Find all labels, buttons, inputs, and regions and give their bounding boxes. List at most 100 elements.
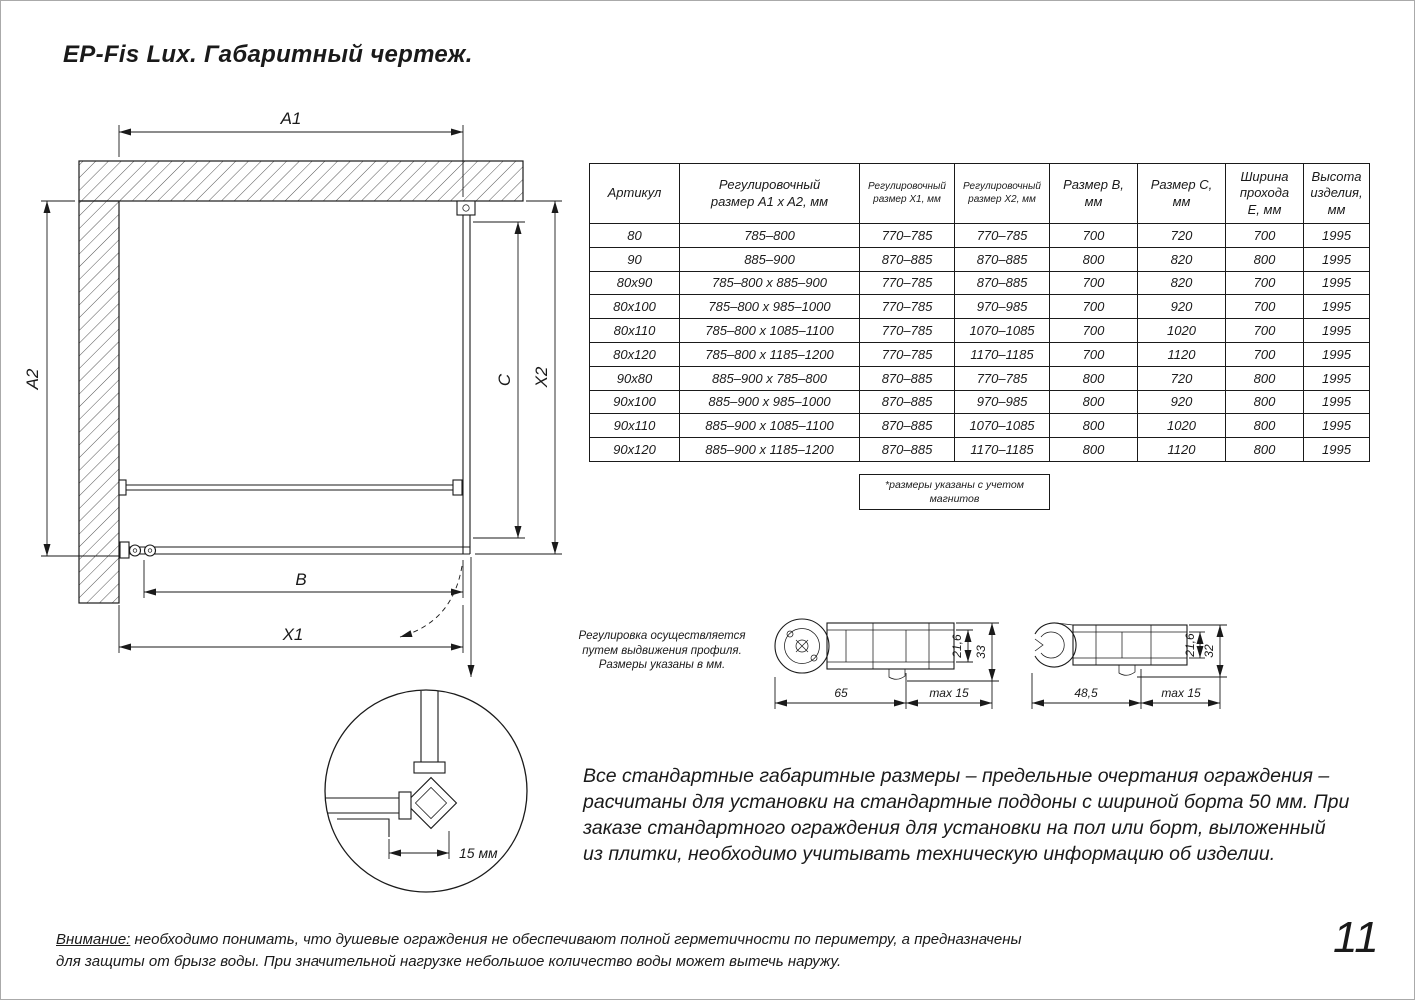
wall-left <box>78 200 120 604</box>
spec-cell: 700 <box>1225 294 1304 320</box>
dim-label-x2: X2 <box>532 366 551 388</box>
spec-cell: 870–885 <box>859 413 955 439</box>
spec-cell: 700 <box>1049 294 1138 320</box>
profile1-length-label: 65 <box>834 686 848 700</box>
spec-cell: 870–885 <box>859 365 955 391</box>
spec-cell: 800 <box>1225 437 1304 462</box>
spec-cell: 870–885 <box>859 246 955 272</box>
spec-cell: 920 <box>1137 389 1226 415</box>
spec-cell: 1020 <box>1137 318 1226 343</box>
detail-gap-label: 15 мм <box>459 845 498 861</box>
spec-cell: 770–785 <box>954 365 1050 391</box>
spec-cell: 80 <box>589 223 680 248</box>
spec-cell: 785–800 <box>679 223 860 248</box>
spec-cell: 800 <box>1225 389 1304 415</box>
spec-cell: 1995 <box>1303 413 1370 439</box>
profile-section-1: 65 max 15 21,6 33 <box>774 618 999 709</box>
spec-cell: 785–800 x 985–1000 <box>679 294 860 320</box>
spec-cell: 1020 <box>1137 413 1226 439</box>
spec-cell: 720 <box>1137 223 1226 248</box>
warning-label: Внимание: <box>56 931 131 948</box>
spec-cell: 700 <box>1049 270 1138 296</box>
door-swing-arrow <box>399 565 463 638</box>
spec-cell: 1070–1085 <box>954 413 1050 439</box>
col-header-b: Размер B, мм <box>1049 163 1138 224</box>
col-header-height: Высота изделия, мм <box>1303 163 1370 224</box>
spec-cell: 870–885 <box>954 246 1050 272</box>
spec-cell: 1170–1185 <box>954 437 1050 462</box>
profile2-extension-label: max 15 <box>1161 686 1201 700</box>
spec-cell: 1995 <box>1303 318 1370 343</box>
spec-cell: 1995 <box>1303 223 1370 248</box>
col-header-article: Артикул <box>589 163 680 224</box>
spec-cell: 90x100 <box>589 389 680 415</box>
col-header-e: Ширина прохода Е, мм <box>1225 163 1304 224</box>
spec-table-header-row: Артикул Регулировочный размер A1 x A2, м… <box>589 163 1370 224</box>
spec-cell: 770–785 <box>859 341 955 367</box>
spec-cell: 770–785 <box>954 223 1050 248</box>
spec-cell: 700 <box>1225 223 1304 248</box>
spec-cell: 720 <box>1137 365 1226 391</box>
spec-cell: 885–900 x 785–800 <box>679 365 860 391</box>
spec-cell: 80x120 <box>589 341 680 367</box>
wall-bracket <box>456 200 476 216</box>
wall-top <box>78 160 524 202</box>
spec-cell: 800 <box>1049 365 1138 391</box>
spec-cell: 1170–1185 <box>954 341 1050 367</box>
table-footnote: *размеры указаны с учетом магнитов <box>859 474 1050 511</box>
spec-cell: 800 <box>1049 246 1138 272</box>
spec-cell: 770–785 <box>859 294 955 320</box>
spec-cell: 1995 <box>1303 365 1370 391</box>
spec-cell: 1995 <box>1303 246 1370 272</box>
spec-cell: 80x100 <box>589 294 680 320</box>
spec-cell: 800 <box>1049 413 1138 439</box>
spec-cell: 870–885 <box>954 270 1050 296</box>
profile-section-2: 48,5 max 15 21,6 32 <box>1031 622 1227 709</box>
profile2-length-label: 48,5 <box>1074 686 1098 700</box>
profile1-inner-height-label: 21,6 <box>950 634 964 659</box>
spec-cell: 770–785 <box>859 318 955 343</box>
spec-cell: 90x110 <box>589 413 680 439</box>
spec-cell: 820 <box>1137 270 1226 296</box>
dim-label-a2: A2 <box>23 368 42 390</box>
spec-cell: 800 <box>1225 246 1304 272</box>
spec-cell: 1070–1085 <box>954 318 1050 343</box>
page-title: EP-Fis Lux. Габаритный чертеж. <box>63 41 473 68</box>
spec-cell: 885–900 x 1085–1100 <box>679 413 860 439</box>
spec-cell: 800 <box>1049 437 1138 462</box>
spec-cell: 1995 <box>1303 270 1370 296</box>
spec-cell: 1120 <box>1137 437 1226 462</box>
spec-cell: 970–985 <box>954 389 1050 415</box>
adjustment-note: Регулировка осуществляется путем выдвиже… <box>578 630 746 672</box>
spec-cell: 870–885 <box>859 437 955 462</box>
spec-cell: 80x110 <box>589 318 680 343</box>
spec-cell: 820 <box>1137 246 1226 272</box>
profile1-extension-label: max 15 <box>929 686 969 700</box>
spec-cell: 700 <box>1049 318 1138 343</box>
spec-cell: 1995 <box>1303 341 1370 367</box>
spec-cell: 800 <box>1049 389 1138 415</box>
col-header-x2: Регулировочный размер X2, мм <box>954 163 1050 224</box>
dim-label-b: B <box>295 570 306 589</box>
profile2-inner-height-label: 21,6 <box>1183 633 1197 658</box>
description-text: Все стандартные габаритные размеры – пре… <box>583 765 1350 865</box>
spec-cell: 885–900 x 985–1000 <box>679 389 860 415</box>
spec-cell: 80x90 <box>589 270 680 296</box>
col-header-a1a2: Регулировочный размер A1 x A2, мм <box>679 163 860 224</box>
spec-cell: 885–900 <box>679 246 860 272</box>
spec-cell: 1995 <box>1303 294 1370 320</box>
spec-cell: 970–985 <box>954 294 1050 320</box>
plan-view: A1 A2 X2 C B X1 <box>23 109 562 677</box>
spec-cell: 800 <box>1225 413 1304 439</box>
spec-cell: 90 <box>589 246 680 272</box>
